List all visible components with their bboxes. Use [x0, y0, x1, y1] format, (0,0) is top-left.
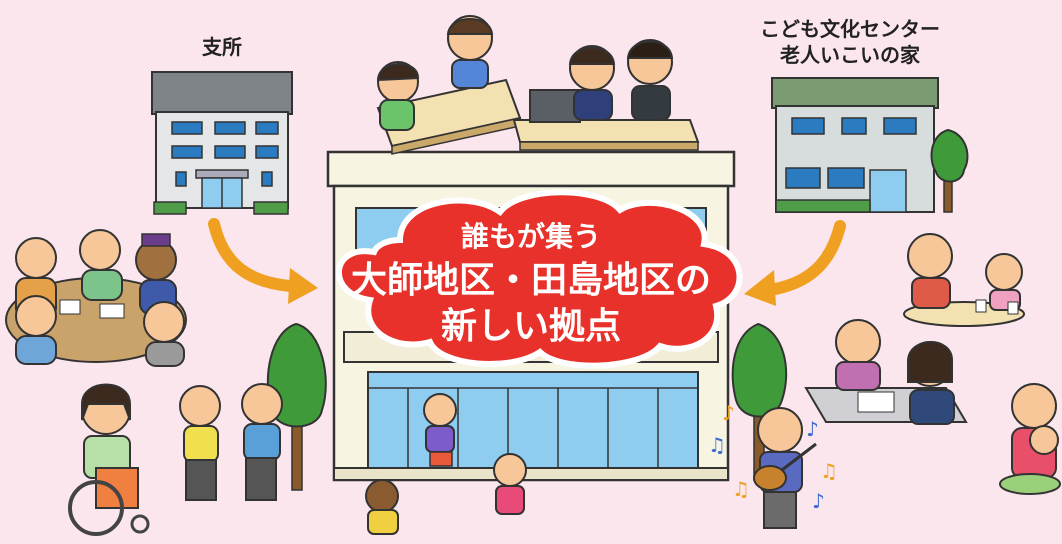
consultation-scene: [804, 319, 968, 425]
svg-text:♪: ♪: [812, 489, 825, 513]
headline-line2: 大師地区・田島地区の: [351, 260, 711, 301]
svg-text:♫: ♫: [820, 459, 838, 483]
svg-text:♪: ♪: [806, 417, 819, 441]
svg-text:♪: ♪: [722, 401, 735, 425]
arrow-icon: [208, 218, 318, 304]
center-label-line2: 老人いこいの家: [780, 43, 921, 67]
branch-office-label: 支所: [202, 35, 242, 59]
wheelchair-person: [68, 383, 150, 536]
headline-cloud: 誰もが集う 大師地区・田島地区の 新しい拠点: [336, 189, 743, 369]
exercising-seniors: [179, 383, 283, 501]
branch-office-building-icon: [151, 71, 293, 215]
community-center-building-icon: [771, 77, 969, 213]
guitar-player: [753, 407, 817, 529]
music-note-icon: ♪ ♫ ♫ ♪ ♫ ♪: [708, 401, 838, 513]
svg-text:♫: ♫: [732, 477, 750, 501]
kids-running: [365, 393, 527, 535]
headline-line3: 新しい拠点: [441, 306, 621, 347]
mother-baby: [999, 383, 1061, 495]
center-label-line1: こども文化センター: [760, 17, 940, 41]
arrow-icon: [744, 220, 846, 306]
kids-playing-cards-scene: [376, 15, 522, 155]
headline-line1: 誰もが集う: [461, 220, 601, 253]
seniors-table-scene: [5, 229, 187, 367]
seniors-tea-scene: [903, 233, 1025, 327]
svg-text:♫: ♫: [708, 433, 726, 457]
kids-computer-scene: [512, 39, 700, 151]
